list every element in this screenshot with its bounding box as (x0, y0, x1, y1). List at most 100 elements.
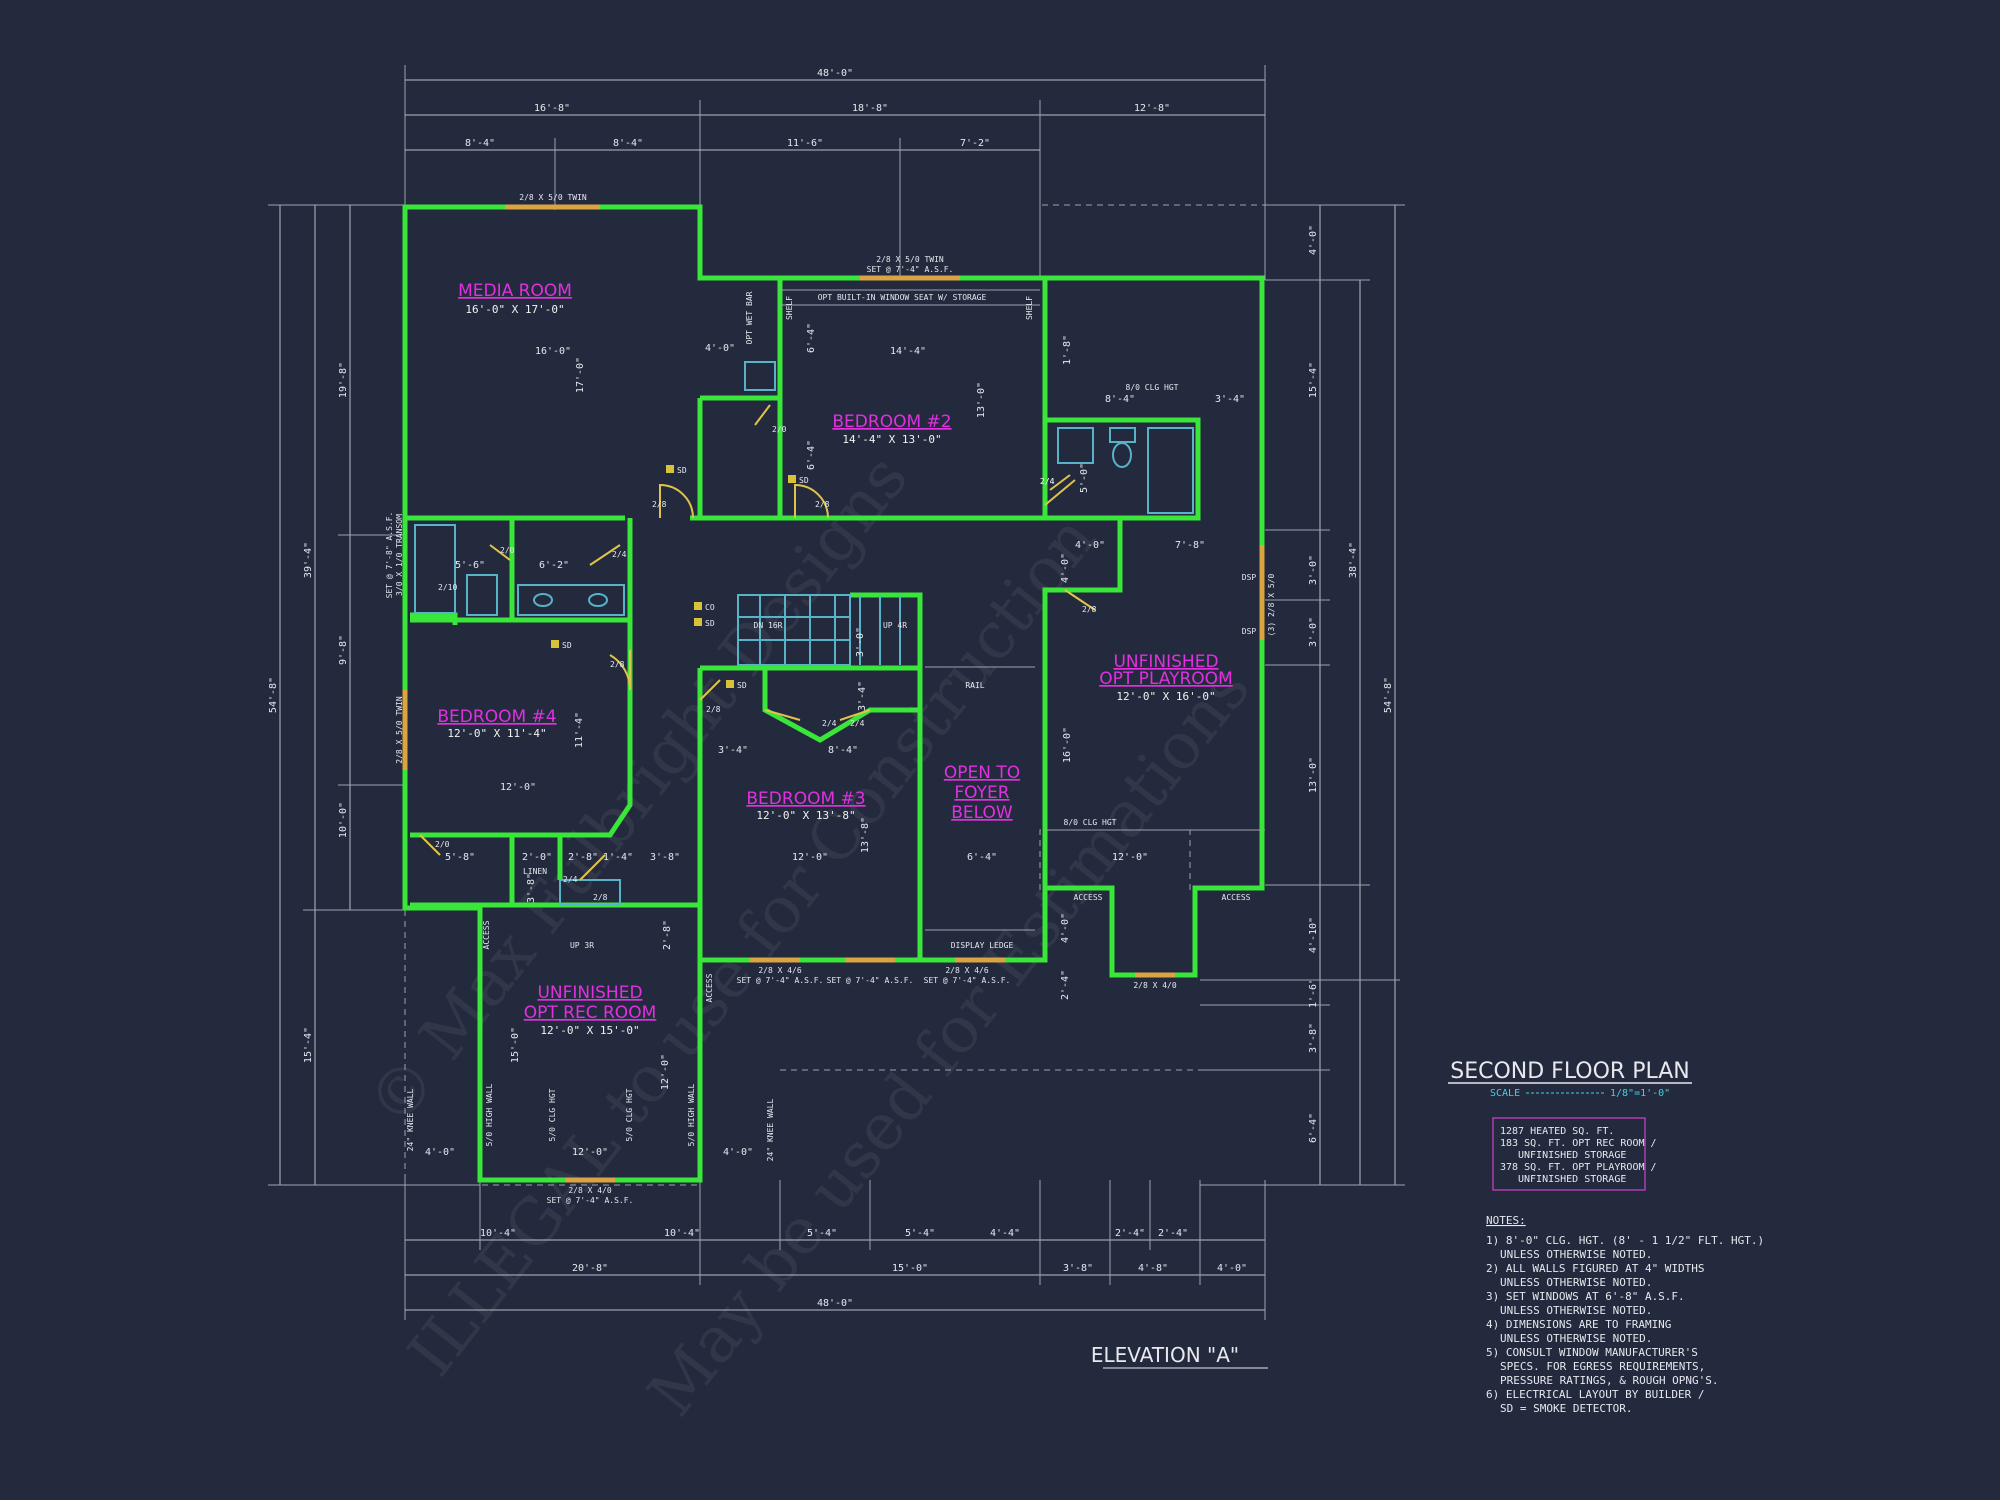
note-line-13: SD = SMOKE DETECTOR. (1500, 1402, 1632, 1415)
note-line-11: PRESSURE RATINGS, & ROUGH OPNG'S. (1500, 1374, 1719, 1387)
area-line-4: 378 SQ. FT. OPT PLAYROOM / (1500, 1162, 1657, 1173)
dim-left-2: 15'-4" (303, 1027, 314, 1063)
bedroom-2-size: 14'-4" X 13'-0" (842, 433, 941, 446)
plan-title: SECOND FLOOR PLAN (1450, 1059, 1690, 1084)
dim-left-overall: 54'-8" (268, 677, 279, 713)
idim-19: 11'-4" (574, 712, 585, 748)
label-wet-bar: OPT WET BAR (745, 291, 754, 344)
exterior-wall (402, 204, 1265, 1183)
dim-right-7: 4'-10" (1308, 917, 1319, 953)
idim-36: 12'-0" (660, 1054, 671, 1090)
idim-28: 4'-0" (1060, 913, 1071, 943)
label-knee-b: 24" KNEE WALL (766, 1099, 775, 1162)
label-transom-set: SET @ 7'-8" A.S.F. (385, 512, 394, 599)
label-win-b3b: SET @ 7'-4" A.S.F. (737, 976, 824, 985)
bedroom-4-name: BEDROOM #4 (437, 707, 556, 727)
idim-1: 16'-0" (535, 346, 571, 357)
area-line-3: UNFINISHED STORAGE (1518, 1150, 1626, 1161)
sd-1: SD (677, 466, 687, 475)
label-win-media: 2/8 X 5/0 TWIN (519, 193, 587, 202)
label-access-c: ACCESS (482, 920, 491, 949)
idim-7: 6'-4" (806, 440, 817, 470)
label-win-bed2-set: SET @ 7'-4" A.S.F. (867, 265, 954, 274)
label-linen: LINEN (523, 867, 547, 876)
idim-38: 4'-0" (723, 1147, 753, 1158)
dim-right-10: 6'-4" (1308, 1113, 1319, 1143)
note-line-12: 6) ELECTRICAL LAYOUT BY BUILDER / (1486, 1388, 1705, 1401)
bedroom-3-name: BEDROOM #3 (746, 789, 865, 809)
dim-left-1: 39'-4" (303, 542, 314, 578)
dim-bottom-4: 5'-4" (905, 1228, 935, 1239)
dim-top-6: 11'-6" (787, 138, 823, 149)
idim-11: 5'-0" (1079, 463, 1090, 493)
area-line-2: 183 SQ. FT. OPT REC ROOM / (1500, 1138, 1657, 1149)
top-dimensions: 48'-0" 16'-8" 18'-8" 12'-8" 8'-4" 8'-4" … (404, 65, 1266, 280)
co-1: CO (705, 603, 715, 612)
label-door-n: 2/4 (563, 875, 578, 884)
label-rail: RAIL (965, 681, 984, 690)
area-line-1: 1287 HEATED SQ. FT. (1500, 1126, 1614, 1137)
idim-16: 6'-2" (539, 560, 569, 571)
idim-26: 12'-0" (1112, 852, 1148, 863)
dim-bottom-11: 4'-8" (1138, 1263, 1168, 1274)
dim-left-5: 10'-0" (338, 802, 349, 838)
playroom-size: 12'-0" X 16'-0" (1116, 690, 1215, 703)
label-win-rec: 2/8 X 4/0 (568, 1186, 612, 1195)
idim-30: 3'-8" (526, 873, 537, 903)
dim-bottom-2: 10'-4" (664, 1228, 700, 1239)
label-up: UP 4R (883, 621, 907, 630)
tub-bed2-bath (1147, 427, 1194, 514)
label-shelf-a: SHELF (785, 296, 794, 320)
right-dimensions: 54'-8" 38'-4" 4'-0" 15'-4" 3'-0" 3'-0" 1… (1200, 204, 1405, 1186)
idim-35: 15'-0" (510, 1027, 521, 1063)
dim-overall-top: 48'-0" (817, 68, 853, 79)
note-line-9: 5) CONSULT WINDOW MANUFACTURER'S (1486, 1346, 1698, 1359)
area-summary: 1287 HEATED SQ. FT. 183 SQ. FT. OPT REC … (1492, 1117, 1657, 1191)
sd-2: SD (799, 476, 809, 485)
idim-8: 1'-8" (1062, 335, 1073, 365)
sd-5: SD (737, 681, 747, 690)
media-room-name: MEDIA ROOM (458, 281, 572, 301)
label-win-bed2: 2/8 X 5/0 TWIN (876, 255, 944, 264)
idim-23: 12'-0" (792, 852, 828, 863)
label-display-ledge: DISPLAY LEDGE (951, 941, 1014, 950)
note-line-7: 4) DIMENSIONS ARE TO FRAMING (1486, 1318, 1671, 1331)
label-door-o: 2/8 (593, 893, 608, 902)
idim-32: 1'-4" (603, 852, 633, 863)
dim-left-4: 9'-8" (338, 635, 349, 665)
dim-bottom-6: 2'-4" (1115, 1228, 1145, 1239)
bedroom-2-name: BEDROOM #2 (832, 412, 951, 432)
interior-dimensions: 16'-0" 17'-0" 4'-0" 14'-4" 6'-4" 13'-0" … (425, 323, 1245, 1158)
dim-top-5: 8'-4" (613, 138, 643, 149)
open-to-foyer-1: OPEN TO (944, 763, 1020, 783)
label-access-d: ACCESS (705, 973, 714, 1002)
label-clg-b: 8/0 CLG HGT (1064, 818, 1117, 827)
scale-label: SCALE (1490, 1088, 1520, 1099)
label-transom: 3/0 X 1/0 TRANSOM (395, 514, 404, 596)
elevation-label: ELEVATION "A" (1091, 1343, 1239, 1367)
dim-right-2: 4'-0" (1308, 225, 1319, 255)
label-door-j: 2/8 (706, 705, 721, 714)
playroom-name-2: OPT PLAYROOM (1099, 669, 1232, 689)
idim-12: 4'-0" (1075, 540, 1105, 551)
label-dsp-a: DSP (1242, 573, 1257, 582)
dim-right-8: 1'-6" (1308, 978, 1319, 1008)
label-door-e: 2/8 (1082, 605, 1097, 614)
stairs (737, 594, 901, 666)
title-block: SECOND FLOOR PLAN SCALE 1/8"=1'-0" (1448, 1059, 1692, 1099)
idim-40: 3'-0" (855, 627, 866, 657)
notes: NOTES: 1) 8'-0" CLG. HGT. (8' - 1 1/2" F… (1486, 1214, 1764, 1415)
idim-33: 3'-8" (650, 852, 680, 863)
dim-top-3: 12'-8" (1134, 103, 1170, 114)
label-win-bed4: 2/8 X 5/0 TWIN (395, 696, 404, 764)
label-up3r: UP 3R (570, 941, 594, 950)
note-line-6: UNLESS OTHERWISE NOTED. (1500, 1304, 1652, 1317)
label-win-b3d: SET @ 7'-4" A.S.F. (827, 976, 914, 985)
notes-heading: NOTES: (1486, 1214, 1526, 1227)
open-to-foyer-3: BELOW (951, 803, 1013, 823)
walls (402, 204, 1265, 1183)
label-dn: DN 16R (754, 621, 783, 630)
label-clg-c: 5/0 CLG HGT (548, 1088, 557, 1141)
dim-right-overall: 54'-8" (1383, 677, 1394, 713)
